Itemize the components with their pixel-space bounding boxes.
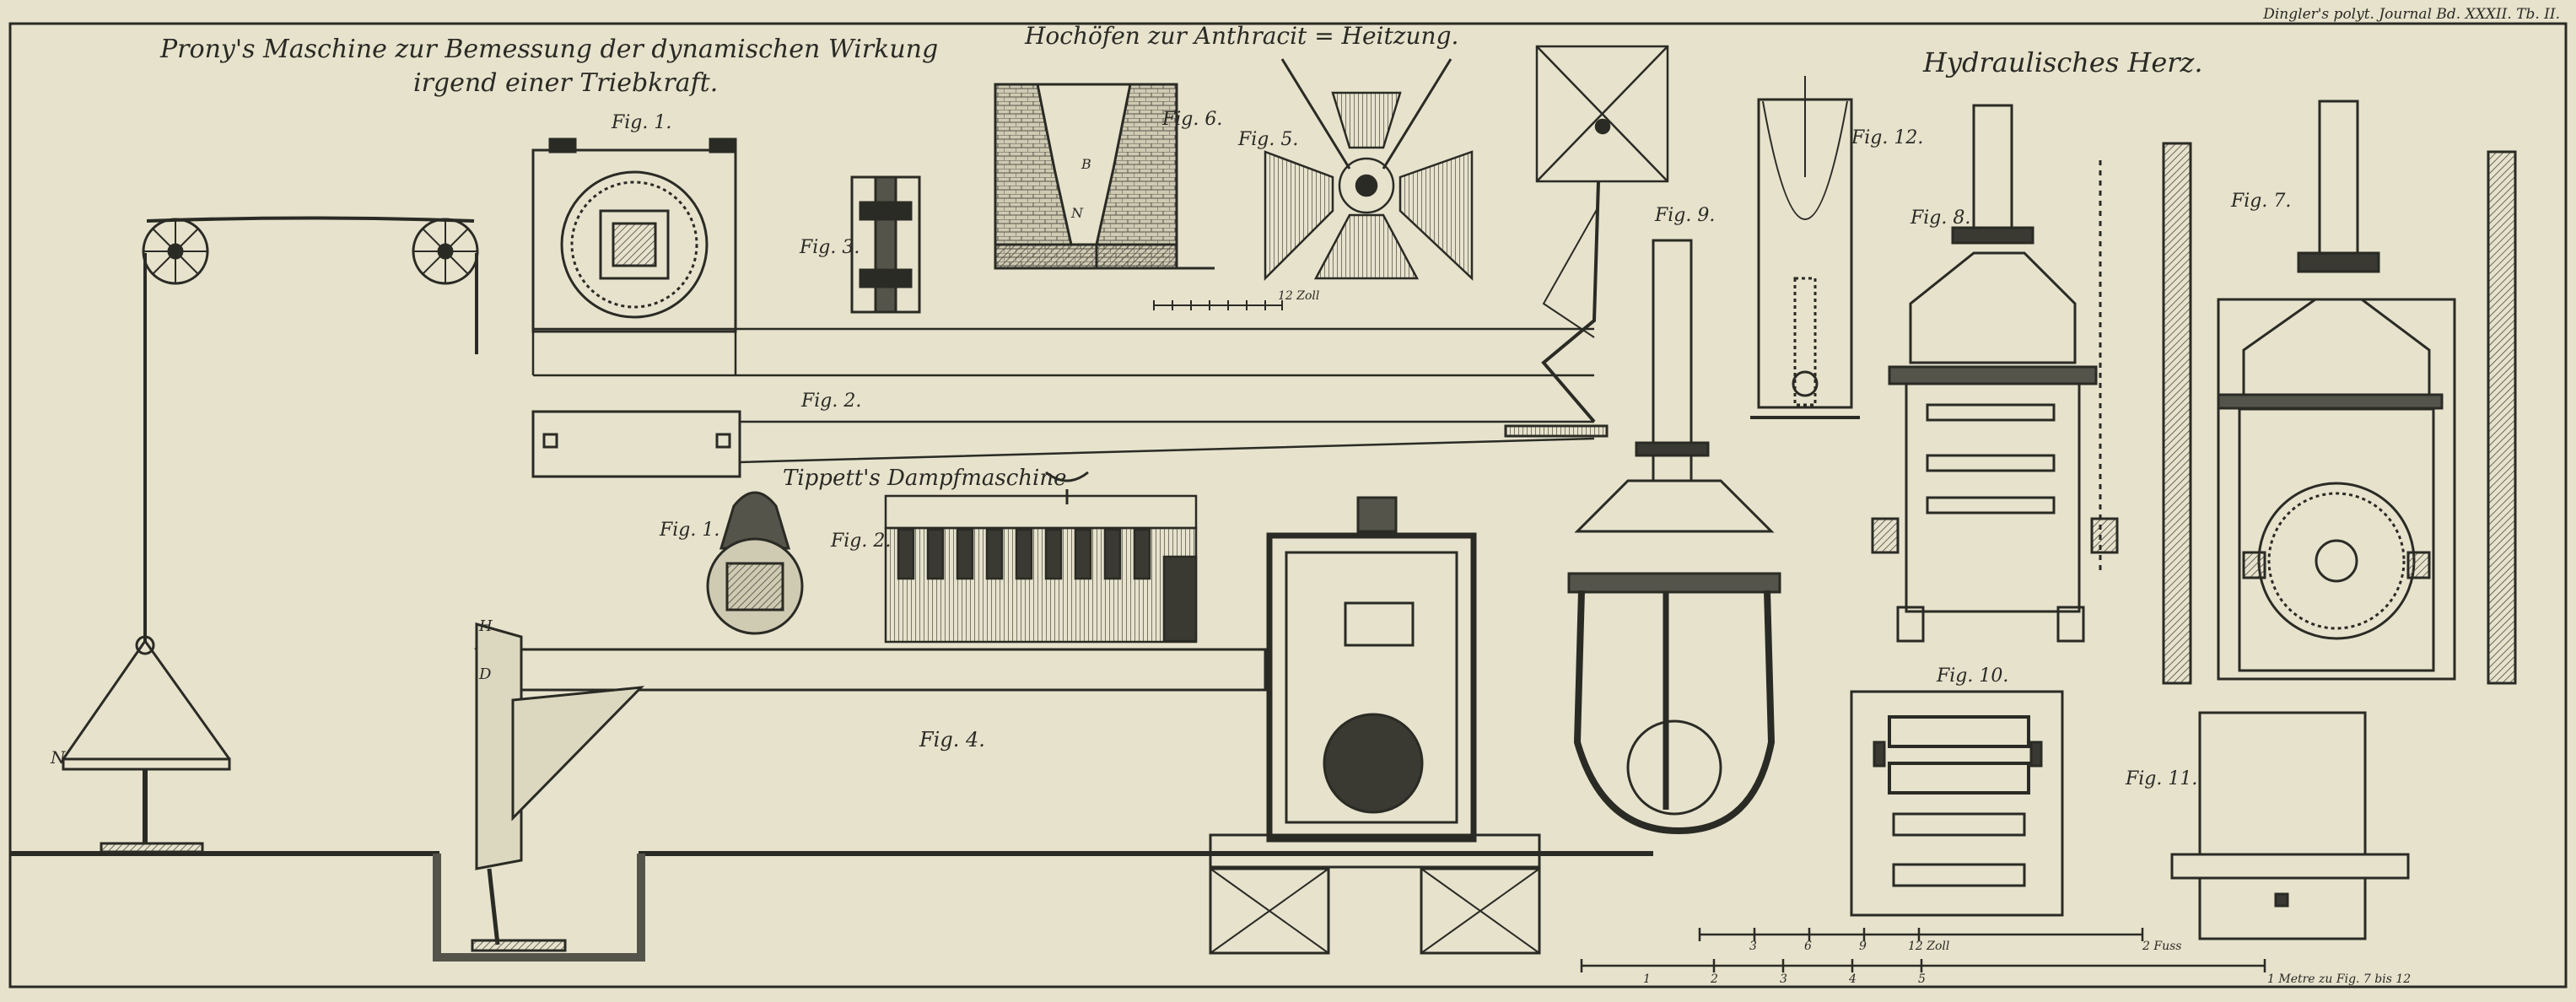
rope bbox=[143, 216, 478, 641]
fig11 bbox=[2170, 711, 2410, 940]
fig10-label: Fig. 10. bbox=[1936, 665, 2008, 687]
metre-scale bbox=[1580, 959, 2266, 972]
tippett-fig1-label: Fig. 1. bbox=[659, 520, 719, 541]
tippett-fig2 bbox=[884, 494, 1198, 644]
metre-tick-3: 3 bbox=[1780, 972, 1787, 986]
prony-title-line2: irgend einer Triebkraft. bbox=[413, 68, 718, 98]
metre-tick-1: 1 bbox=[1643, 972, 1651, 986]
weight-pan bbox=[62, 640, 231, 771]
svg-text:H: H bbox=[478, 617, 493, 635]
zoll-scale bbox=[1698, 928, 2144, 941]
fig7-label: Fig. 7. bbox=[2230, 191, 2291, 212]
plate-reference: Dingler's polyt. Journal Bd. XXXII. Tb. … bbox=[2262, 6, 2560, 23]
svg-text:D: D bbox=[478, 665, 492, 683]
prony-fig1 bbox=[531, 137, 1594, 377]
fig6-furnace: B N bbox=[994, 83, 1215, 270]
zoll-tick-9: 9 bbox=[1859, 940, 1867, 953]
pulley-right bbox=[412, 218, 479, 285]
fig2-label: Fig. 2. bbox=[800, 391, 861, 412]
svg-text:N: N bbox=[1070, 205, 1084, 221]
zoll-tick-6: 6 bbox=[1804, 940, 1812, 953]
prony-fig3 bbox=[850, 175, 921, 314]
fig4-label: Fig. 4. bbox=[919, 728, 985, 752]
small-scale bbox=[1153, 300, 1283, 310]
fig11-label: Fig. 11. bbox=[2125, 768, 2197, 789]
metre-scale-label: 1 Metre zu Fig. 7 bis 12 bbox=[2267, 972, 2411, 986]
fig5-fan bbox=[1264, 45, 1669, 423]
fig6-label: Fig. 6. bbox=[1161, 109, 1222, 130]
fig7 bbox=[2162, 100, 2517, 685]
fig5-label: Fig. 5. bbox=[1237, 129, 1298, 150]
fuss-scale-label: 2 Fuss bbox=[2142, 940, 2181, 953]
small-scale-label: 12 Zoll bbox=[1278, 289, 1319, 303]
tippett-fig2-label: Fig. 2. bbox=[830, 531, 891, 552]
fig12 bbox=[1750, 76, 1860, 419]
hydraulic-heart-title: Hydraulisches Herz. bbox=[1922, 46, 2203, 78]
fig9-heart bbox=[1567, 239, 1781, 835]
fig8-label: Fig. 8. bbox=[1910, 207, 1970, 229]
fig8 bbox=[1871, 104, 2119, 643]
prony-title-line1: Prony's Maschine zur Bemessung der dynam… bbox=[159, 35, 938, 64]
fig12-label: Fig. 12. bbox=[1851, 127, 1923, 148]
fig4-housing bbox=[1209, 496, 1541, 955]
svg-text:B: B bbox=[1081, 156, 1091, 172]
zoll-tick-3: 3 bbox=[1749, 940, 1757, 953]
fig9-label: Fig. 9. bbox=[1654, 205, 1715, 226]
zoll-scale-label: 12 Zoll bbox=[1908, 940, 1949, 953]
svg-text:N: N bbox=[50, 747, 67, 768]
brake-lever bbox=[474, 648, 1267, 692]
fig1-label: Fig. 1. bbox=[611, 112, 671, 133]
fig10 bbox=[1850, 690, 2064, 917]
metre-tick-2: 2 bbox=[1710, 972, 1718, 986]
pulley-left bbox=[142, 218, 209, 285]
metre-tick-4: 4 bbox=[1848, 972, 1857, 986]
ground bbox=[10, 851, 1653, 960]
hochofen-title: Hochöfen zur Anthracit = Heitzung. bbox=[1024, 22, 1458, 50]
prony-fig2 bbox=[531, 410, 1609, 478]
tippett-fig1 bbox=[706, 471, 1089, 635]
prony-machine: N H D bbox=[10, 216, 1653, 962]
plate-border bbox=[8, 22, 2568, 989]
tippett-title: Tippett's Dampfmaschine bbox=[783, 466, 1067, 491]
fig3-label: Fig. 3. bbox=[799, 237, 860, 258]
metre-tick-5: 5 bbox=[1918, 972, 1926, 986]
